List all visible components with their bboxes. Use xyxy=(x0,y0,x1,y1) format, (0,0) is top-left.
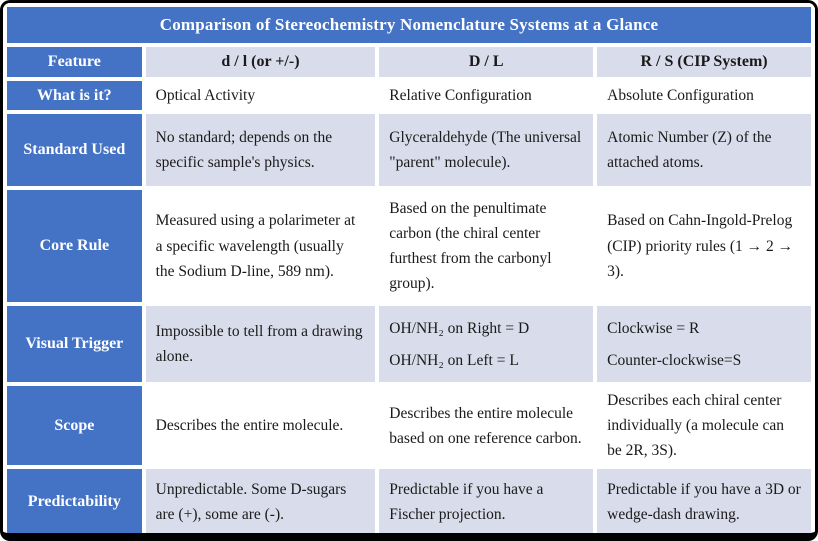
feature-cell: What is it? xyxy=(7,81,142,111)
data-cell-line: OH/NH₂ on Right = D xyxy=(389,319,530,337)
data-cell: Based on the penultimate carbon (the chi… xyxy=(379,190,594,303)
data-cell-line: OH/NH₂ on Left = L xyxy=(389,351,519,369)
data-cell: Unpredictable. Some D-sugars are (+), so… xyxy=(145,469,376,533)
table-row-what-is-it: What is it? Optical Activity Relative Co… xyxy=(7,81,811,111)
title-row: Comparison of Stereochemistry Nomenclatu… xyxy=(7,7,811,43)
feature-cell: Visual Trigger xyxy=(7,306,142,383)
table-row-standard-used: Standard Used No standard; depends on th… xyxy=(7,114,811,187)
comparison-table: Comparison of Stereochemistry Nomenclatu… xyxy=(3,3,815,533)
table-title: Comparison of Stereochemistry Nomenclatu… xyxy=(7,7,811,43)
data-cell: Glyceraldehyde (The universal "parent" m… xyxy=(379,114,594,187)
header-row: Feature d / l (or +/-) D / L R / S (CIP … xyxy=(7,47,811,77)
data-cell: Optical Activity xyxy=(145,81,376,111)
column-header-dl-uppercase: D / L xyxy=(379,47,594,77)
data-cell: Describes each chiral center individuall… xyxy=(597,386,811,466)
data-cell: No standard; depends on the specific sam… xyxy=(145,114,376,187)
column-header-rs-cip: R / S (CIP System) xyxy=(597,47,811,77)
data-cell: Based on Cahn-Ingold-Prelog (CIP) priori… xyxy=(597,190,811,303)
data-cell: Impossible to tell from a drawing alone. xyxy=(145,306,376,383)
data-cell: Describes the entire molecule based on o… xyxy=(379,386,594,466)
feature-cell: Predictability xyxy=(7,469,142,533)
data-cell-line: Counter-clockwise=S xyxy=(607,351,742,369)
table-row-scope: Scope Describes the entire molecule. Des… xyxy=(7,386,811,466)
column-header-dl-lowercase: d / l (or +/-) xyxy=(145,47,376,77)
data-cell: Predictable if you have a 3D or wedge-da… xyxy=(597,469,811,533)
feature-cell: Scope xyxy=(7,386,142,466)
feature-cell: Core Rule xyxy=(7,190,142,303)
column-header-feature: Feature xyxy=(7,47,142,77)
data-cell: Relative Configuration xyxy=(379,81,594,111)
data-cell: Measured using a polarimeter at a specif… xyxy=(145,190,376,303)
data-cell: Absolute Configuration xyxy=(597,81,811,111)
table-row-predictability: Predictability Unpredictable. Some D-sug… xyxy=(7,469,811,533)
data-cell: Predictable if you have a Fischer projec… xyxy=(379,469,594,533)
data-cell: OH/NH₂ on Right = D OH/NH₂ on Left = L xyxy=(379,306,594,383)
table-row-core-rule: Core Rule Measured using a polarimeter a… xyxy=(7,190,811,303)
table-row-visual-trigger: Visual Trigger Impossible to tell from a… xyxy=(7,306,811,383)
data-cell: Describes the entire molecule. xyxy=(145,386,376,466)
feature-cell: Standard Used xyxy=(7,114,142,187)
data-cell: Atomic Number (Z) of the attached atoms. xyxy=(597,114,811,187)
data-cell: Clockwise = R Counter-clockwise=S xyxy=(597,306,811,383)
data-cell-line: Clockwise = R xyxy=(607,319,700,337)
